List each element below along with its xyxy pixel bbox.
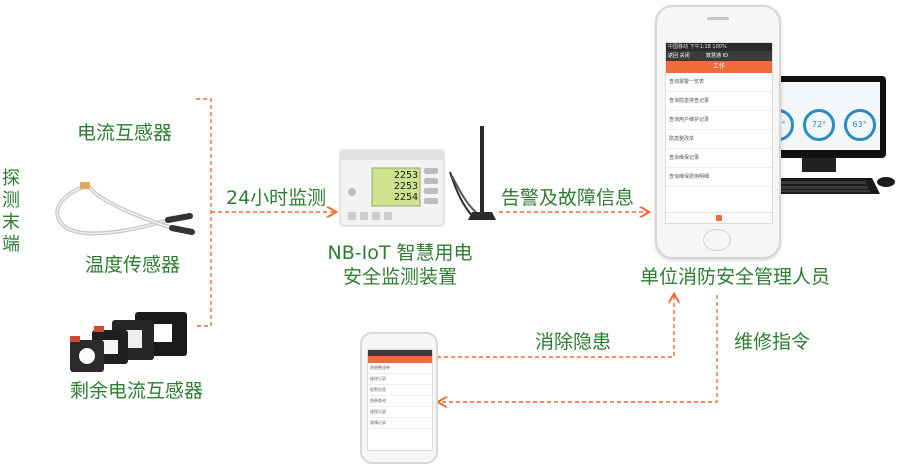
eliminate-arrow <box>437 295 674 358</box>
menu-item[interactable]: 查询报警一览表 <box>666 73 772 92</box>
manager-smartphone: 中国移动 下午1:18 100% 返回 关闭 数慧通 ID 工作 查询报警一览表… <box>655 5 781 259</box>
monitor-label: 24小时监测 <box>226 187 327 209</box>
menu-item[interactable]: 查询隐患排查记录 <box>666 92 772 111</box>
menu-item[interactable]: 维修记录 <box>368 374 432 385</box>
current-transformer-label: 电流互感器 <box>77 122 173 144</box>
gauge: 63° <box>843 109 876 141</box>
nav-back[interactable]: 返回 关闭 <box>668 53 690 59</box>
menu-item[interactable]: 隐患整改单 <box>666 130 772 149</box>
menu-item[interactable]: 查询用户维护记录 <box>666 111 772 130</box>
menu-item[interactable]: 报警信息 <box>368 385 432 396</box>
menu-item[interactable]: 隐患查询 <box>368 396 432 407</box>
phone-screen: 中国移动 下午1:18 100% 返回 关闭 数慧通 ID 工作 查询报警一览表… <box>665 42 773 224</box>
alarm-label: 告警及故障信息 <box>501 187 635 209</box>
readout-line: 2253 <box>393 170 418 181</box>
residual-current-label: 剩余电流互感器 <box>70 380 204 402</box>
nav-title: 数慧通 ID <box>706 53 728 59</box>
menu-item[interactable]: 隐患整改单 <box>368 363 432 374</box>
repair-label: 维修指令 <box>734 331 811 353</box>
menu-item[interactable]: 故障记录 <box>368 418 432 429</box>
eliminate-label: 消除隐患 <box>535 331 612 353</box>
probe-end-label: 探 测 末 端 <box>2 168 20 255</box>
manager-label: 单位消防安全管理人员 <box>640 266 831 288</box>
device-readout: 2253 2253 2254 <box>374 170 418 203</box>
readout-line: 2254 <box>393 192 418 203</box>
phone-status-bar: 中国移动 下午1:18 100% <box>666 43 772 51</box>
readout-line: 2253 <box>393 181 418 192</box>
home-tab-icon[interactable] <box>716 215 722 221</box>
menu-item[interactable]: 维保记录 <box>368 407 432 418</box>
maintenance-smartphone: 隐患整改单 维修记录 报警信息 隐患查询 维保记录 故障记录 <box>360 332 438 464</box>
small-phone-screen: 隐患整改单 维修记录 报警信息 隐患查询 维保记录 故障记录 <box>367 349 433 451</box>
repair-arrow <box>439 295 718 402</box>
device-title-line2: 安全监测装置 <box>342 266 457 288</box>
menu-item[interactable]: 查询维保费用明细 <box>666 168 772 187</box>
home-button[interactable] <box>703 229 731 251</box>
menu-item[interactable]: 查询维保记录 <box>666 149 772 168</box>
tab-work[interactable]: 工作 <box>666 61 772 73</box>
temperature-sensor-label: 温度传感器 <box>85 254 181 276</box>
device-title-line1: NB-IoT 智慧用电 <box>327 242 473 264</box>
gauge: 72° <box>802 109 835 141</box>
